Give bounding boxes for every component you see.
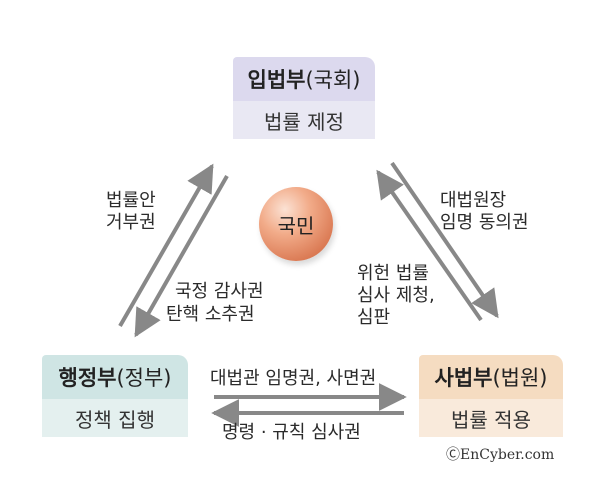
legislative-role: 법률 제정 — [233, 101, 375, 139]
veto-label-line1: 법률안 — [106, 190, 156, 211]
consent-label-line2: 임명 동의권 — [440, 212, 529, 233]
executive-title: 행정부 — [58, 366, 117, 390]
executive-subtitle: (정부) — [116, 366, 172, 390]
judicial-role: 법률 적용 — [419, 399, 563, 437]
veto-label-line2: 거부권 — [106, 212, 156, 233]
legislative-title: 입법부 — [247, 68, 306, 92]
executive-role: 정책 집행 — [42, 399, 188, 437]
judicial-subtitle: (법원) — [492, 366, 548, 390]
arrow-legislative-to-judicial — [390, 161, 499, 319]
executive-box: 행정부(정부) 정책 집행 — [42, 355, 188, 437]
review-label-line3: 심판 — [357, 307, 391, 328]
command-review-label: 명령 · 규칙 심사권 — [222, 422, 361, 443]
consent-label-line1: 대법원장 — [440, 190, 507, 211]
legislative-header: 입법부(국회) — [233, 57, 375, 101]
appointment-label: 대법관 임명권, 사면권 — [210, 368, 377, 389]
legislative-box: 입법부(국회) 법률 제정 — [233, 57, 375, 139]
arrow-judicial-to-legislative — [376, 169, 483, 322]
judicial-box: 사법부(법원) 법률 적용 — [419, 355, 563, 437]
judicial-header: 사법부(법원) — [419, 355, 563, 399]
legislative-subtitle: (국회) — [305, 68, 361, 92]
arrow-executive-to-legislative — [118, 163, 214, 327]
judicial-title: 사법부 — [434, 366, 493, 390]
audit-label-line1: 국정 감사권 — [175, 281, 264, 302]
executive-header: 행정부(정부) — [42, 355, 188, 399]
review-label-line1: 위헌 법률 — [357, 263, 429, 284]
copyright-text: ⒸEnCyber.com — [446, 447, 555, 463]
citizens-circle: 국민 — [259, 187, 333, 261]
audit-label-line2: 탄핵 소추권 — [166, 304, 255, 325]
arrow-legislative-to-executive — [134, 175, 229, 338]
review-label-line2: 심사 제청, — [357, 285, 435, 306]
